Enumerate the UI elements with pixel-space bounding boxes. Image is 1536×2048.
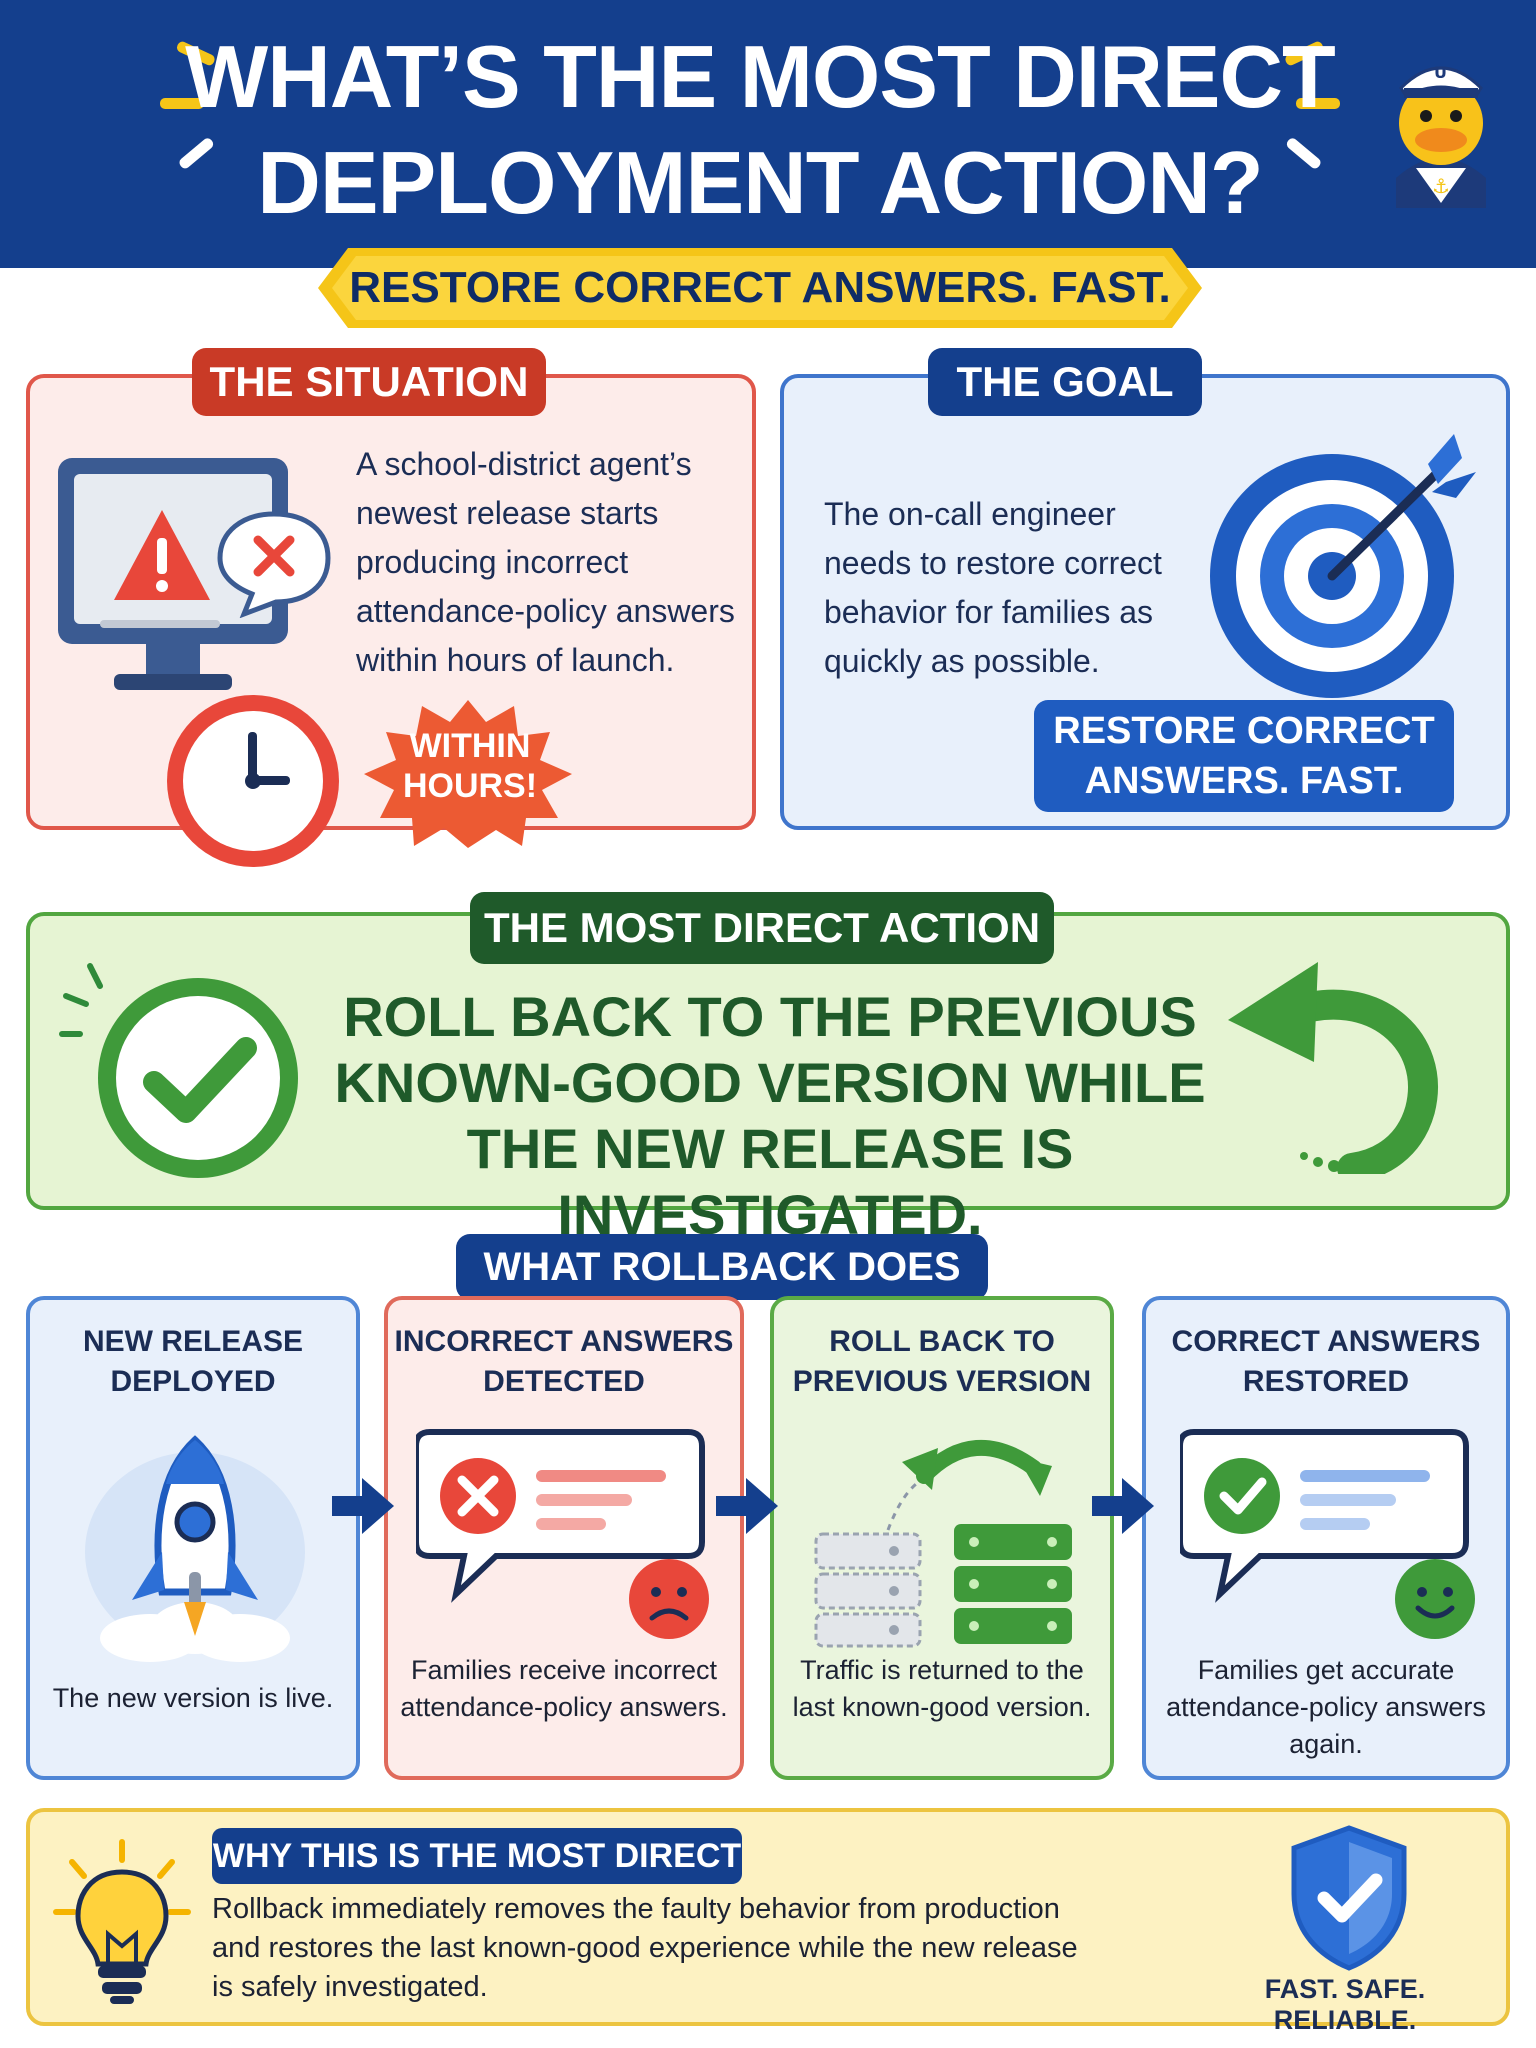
action-line-1: ROLL BACK TO THE PREVIOUS xyxy=(343,985,1197,1048)
step-title-line-2: PREVIOUS VERSION xyxy=(792,1365,1092,1398)
goal-badge: RESTORE CORRECT ANSWERS. FAST. xyxy=(1034,700,1454,812)
step-incorrect-answers: INCORRECT ANSWERS DETECTED Families rece… xyxy=(384,1296,744,1780)
page-title: WHAT’S THE MOST DIRECT DEPLOYMENT ACTION… xyxy=(160,24,1360,236)
situation-tag: THE SITUATION xyxy=(192,348,546,416)
action-statement: ROLL BACK TO THE PREVIOUS KNOWN-GOOD VER… xyxy=(320,984,1220,1248)
rocket-icon xyxy=(85,1435,305,1662)
error-message-icon xyxy=(416,1429,705,1603)
header-banner xyxy=(0,0,1536,268)
within-hours-badge: WITHIN HOURS! xyxy=(372,726,568,806)
spark-left-icon xyxy=(160,41,215,169)
step-title-line-1: INCORRECT ANSWERS xyxy=(394,1325,734,1358)
spark-right-icon xyxy=(1285,41,1340,169)
goal-badge-line-1: RESTORE CORRECT xyxy=(1053,710,1435,752)
step-title-line-2: DEPLOYED xyxy=(110,1365,276,1398)
step-title: INCORRECT ANSWERS DETECTED xyxy=(388,1322,740,1402)
step-correct-answers: CORRECT ANSWERS RESTORED Families get ac… xyxy=(1142,1296,1510,1780)
step-new-release: NEW RELEASE DEPLOYED The new version is … xyxy=(26,1296,360,1780)
why-description: Rollback immediately removes the faulty … xyxy=(212,1893,1078,2003)
starburst-badge xyxy=(364,700,572,848)
step-description: Families get accurate attendance-policy … xyxy=(1166,1655,1486,1759)
step-title-line-1: NEW RELEASE xyxy=(82,1325,304,1358)
sad-face-icon xyxy=(629,1559,709,1639)
svg-text:⚓: ⚓ xyxy=(1432,174,1450,198)
sailor-duck-mascot-icon: ⚓ U xyxy=(1396,63,1486,208)
step-title: NEW RELEASE DEPLOYED xyxy=(30,1322,356,1402)
rollback-steps-tag: WHAT ROLLBACK DOES xyxy=(456,1234,988,1300)
error-bubble-icon xyxy=(217,511,331,618)
subtitle: RESTORE CORRECT ANSWERS. FAST. xyxy=(349,263,1171,312)
step-title: CORRECT ANSWERS RESTORED xyxy=(1146,1322,1506,1402)
step-title-line-2: RESTORED xyxy=(1242,1365,1410,1398)
subtitle-ribbon xyxy=(318,248,1202,328)
happy-face-icon xyxy=(1395,1559,1475,1639)
action-tag: THE MOST DIRECT ACTION xyxy=(470,892,1054,964)
rollback-arrow-icon xyxy=(1228,962,1438,1174)
step-description: Families receive incorrect attendance-po… xyxy=(400,1655,728,1722)
title-line-2: DEPLOYMENT ACTION? xyxy=(257,133,1263,232)
within-line-1: WITHIN xyxy=(409,727,531,765)
warning-monitor-icon xyxy=(58,458,288,690)
target-arrow-icon xyxy=(1210,434,1476,698)
step-roll-back: ROLL BACK TO PREVIOUS VERSION Traffic is… xyxy=(770,1296,1114,1780)
within-line-2: HOURS! xyxy=(402,767,538,805)
arrow-right-icon xyxy=(332,1478,394,1534)
step-title: ROLL BACK TO PREVIOUS VERSION xyxy=(774,1322,1110,1402)
step-title-line-1: ROLL BACK TO xyxy=(829,1325,1055,1358)
why-tag: WHY THIS IS THE MOST DIRECT xyxy=(212,1828,742,1884)
goal-badge-line-2: ANSWERS. FAST. xyxy=(1084,760,1404,802)
step-title-line-2: DETECTED xyxy=(483,1365,645,1398)
step-description: Traffic is returned to the last known-go… xyxy=(792,1655,1092,1722)
arrow-right-icon xyxy=(716,1478,778,1534)
step-title-line-1: CORRECT ANSWERS xyxy=(1171,1325,1481,1358)
success-message-icon xyxy=(1180,1429,1469,1603)
why-tagline: FAST. SAFE. RELIABLE. xyxy=(1264,1974,1426,2035)
action-line-2: KNOWN-GOOD VERSION WHILE xyxy=(334,1051,1206,1114)
goal-tag: THE GOAL xyxy=(928,348,1202,416)
svg-text:U: U xyxy=(1434,63,1447,82)
action-line-3: THE NEW RELEASE IS INVESTIGATED. xyxy=(466,1117,1074,1246)
step-description: The new version is live. xyxy=(52,1683,334,1713)
shield-check-icon xyxy=(1291,1825,1407,1971)
goal-description: The on-call engineer needs to restore co… xyxy=(824,496,1162,679)
situation-description: A school-district agent’s newest release… xyxy=(356,446,735,678)
checkmark-circle-icon xyxy=(59,963,298,1178)
clock-icon xyxy=(167,695,339,867)
server-swap-icon xyxy=(814,1440,1072,1648)
arrow-right-icon xyxy=(1092,1478,1154,1534)
title-line-1: WHAT’S THE MOST DIRECT xyxy=(185,27,1336,126)
lightbulb-icon xyxy=(53,1839,191,2004)
